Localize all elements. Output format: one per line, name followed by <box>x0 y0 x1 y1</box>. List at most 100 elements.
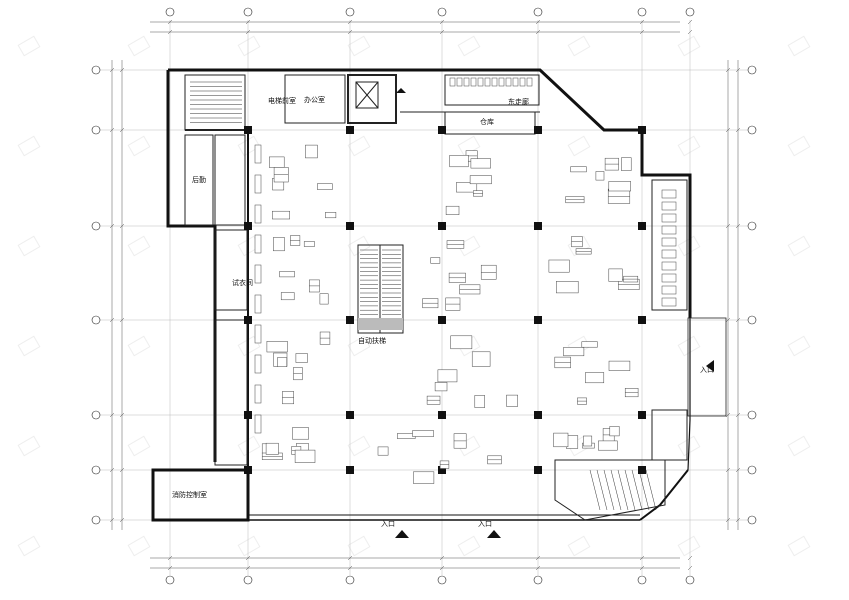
column <box>244 126 252 134</box>
dimension-lines <box>109 19 741 571</box>
label-entrance-east: 入口 <box>700 366 714 374</box>
display-rack <box>621 157 632 171</box>
display-rack <box>277 357 288 367</box>
display-rack <box>272 210 290 220</box>
dimension-tick <box>167 565 173 571</box>
dimension-tick <box>167 19 173 25</box>
axis-bubble <box>345 575 355 585</box>
display-rack <box>598 440 618 451</box>
watermark-mark <box>787 435 811 457</box>
display-rack <box>469 175 492 185</box>
column <box>346 316 354 324</box>
watermark-mark <box>237 435 261 457</box>
display-rack <box>583 435 593 447</box>
label-office: 办公室 <box>304 95 325 104</box>
axis-bubble <box>345 7 355 17</box>
axis-bubble <box>165 7 175 17</box>
display-rack <box>474 395 485 408</box>
column <box>638 126 646 134</box>
label-warehouse: 仓库 <box>480 117 494 126</box>
stair-tread <box>610 469 622 511</box>
column <box>534 222 542 230</box>
axis-bubble <box>91 221 101 231</box>
watermark-mark <box>17 235 41 257</box>
axis-bubble <box>243 575 253 585</box>
column <box>438 316 446 324</box>
axis-bubble <box>685 575 695 585</box>
wall-shelf <box>456 77 463 87</box>
watermark-mark <box>787 35 811 57</box>
dimension-tick <box>535 565 541 571</box>
dimension-tick <box>119 467 125 473</box>
dimension-tick <box>439 555 445 561</box>
column <box>346 126 354 134</box>
dimension-tick <box>735 67 741 73</box>
column <box>638 466 646 474</box>
display-rack <box>570 166 587 173</box>
dimension-tick <box>735 317 741 323</box>
dimension-tick <box>347 29 353 35</box>
column <box>244 316 252 324</box>
watermark-mark <box>347 435 371 457</box>
watermark-mark <box>237 135 261 157</box>
watermark-mark <box>347 235 371 257</box>
axis-bubble <box>747 515 757 525</box>
column <box>534 466 542 474</box>
label-fitting: 试衣间 <box>232 278 253 287</box>
watermark-mark <box>457 535 481 557</box>
dimension-tick <box>109 517 115 523</box>
dimension-tick <box>725 412 731 418</box>
display-rack <box>319 293 329 305</box>
dimension-tick <box>109 223 115 229</box>
dimension-tick <box>119 67 125 73</box>
watermark-mark <box>567 135 591 157</box>
dimension-tick <box>347 565 353 571</box>
dimension-tick <box>245 555 251 561</box>
axis-bubble <box>165 575 175 585</box>
column <box>638 411 646 419</box>
wall-shelf <box>254 324 262 344</box>
axis-bubble <box>637 575 647 585</box>
column <box>638 222 646 230</box>
watermark-mark <box>127 335 151 357</box>
display-rack <box>585 372 605 384</box>
watermark-mark <box>127 35 151 57</box>
column <box>438 466 446 474</box>
dimension-tick <box>347 19 353 25</box>
watermark-mark <box>127 135 151 157</box>
display-rack <box>450 335 473 350</box>
wall-shelf <box>505 77 512 87</box>
stair-tread <box>624 469 636 511</box>
wall-shelf <box>526 77 533 87</box>
display-rack <box>317 183 333 190</box>
wall-shelf <box>661 237 677 247</box>
label-escalator: 自动扶梯 <box>358 336 386 345</box>
wall-shelf <box>519 77 526 87</box>
entrance-arrows <box>395 88 714 538</box>
axis-bubble <box>91 515 101 525</box>
dimension-tick <box>725 467 731 473</box>
dimension-tick <box>735 412 741 418</box>
watermark-mark <box>457 35 481 57</box>
dimension-tick <box>687 565 693 571</box>
wall-shelf <box>661 213 677 223</box>
wall-shelf <box>661 225 677 235</box>
dimension-tick <box>535 29 541 35</box>
watermark-mark <box>347 35 371 57</box>
axis-bubble <box>533 7 543 17</box>
display-rack <box>449 155 469 168</box>
display-rack <box>581 341 598 348</box>
display-rack <box>471 351 491 367</box>
dimension-tick <box>735 223 741 229</box>
display-rack <box>294 449 316 463</box>
dimension-tick <box>109 467 115 473</box>
display-rack <box>553 432 569 448</box>
dimension-tick <box>535 19 541 25</box>
display-rack <box>266 341 288 353</box>
axis-bubble <box>91 410 101 420</box>
column <box>244 466 252 474</box>
watermark-mark <box>17 135 41 157</box>
column <box>534 126 542 134</box>
column <box>534 411 542 419</box>
wall-shelf <box>470 77 477 87</box>
